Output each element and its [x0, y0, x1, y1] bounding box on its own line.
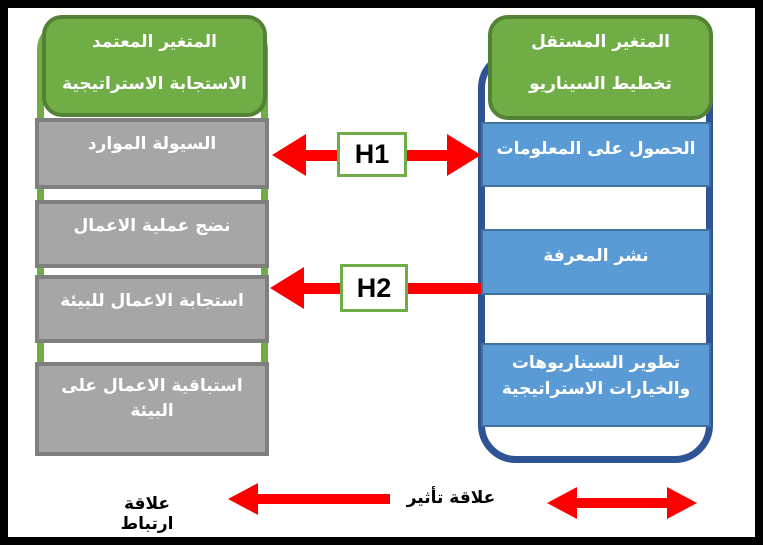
independent-variable-name: تخطيط السيناريو	[529, 74, 672, 94]
h1-label: H1	[354, 139, 390, 169]
independent-variable-header: المتغير المستقل تخطيط السيناريو	[488, 15, 713, 120]
independent-item-scenario-development: تطوير السيناريوهات والخيارات الاستراتيجي…	[481, 343, 711, 427]
h1-shaft-right	[407, 150, 449, 161]
legend-influence-arrow-shaft	[572, 498, 672, 508]
dependent-variable-header: المتغير المعتمد الاستجابة الاستراتيجية	[42, 15, 267, 117]
h2-shaft-right	[408, 283, 481, 294]
independent-item-information-acquisition: الحصول على المعلومات	[481, 122, 711, 187]
legend-correlation-label: علاقة ارتباط	[120, 494, 174, 534]
dependent-variable-name: الاستجابة الاستراتيجية	[62, 74, 247, 94]
independent-item-knowledge-dissemination: نشر المعرفة	[481, 229, 711, 295]
h1-label-box: H1	[337, 132, 407, 177]
h2-shaft-left	[296, 283, 340, 294]
legend-influence-label: علاقة تأثير	[406, 488, 496, 508]
legend-influence-arrowhead-right-icon	[667, 487, 697, 519]
dependent-variable-title: المتغير المعتمد	[92, 32, 217, 52]
independent-variable-title: المتغير المستقل	[531, 32, 670, 52]
dependent-item-business-proactivity: استباقية الاعمال على البيئة	[35, 362, 269, 456]
h1-shaft-left	[298, 150, 337, 161]
h2-label-box: H2	[340, 264, 408, 312]
dependent-item-business-process-maturity: نضج عملية الاعمال	[35, 200, 269, 268]
dependent-item-resource-liquidity: السيولة الموارد	[35, 118, 269, 189]
h2-label: H2	[356, 272, 392, 303]
legend-correlation-arrow-shaft	[252, 494, 390, 504]
dependent-item-business-response: استجابة الاعمال للبيئة	[35, 275, 269, 343]
h1-arrowhead-right-icon	[447, 134, 481, 176]
